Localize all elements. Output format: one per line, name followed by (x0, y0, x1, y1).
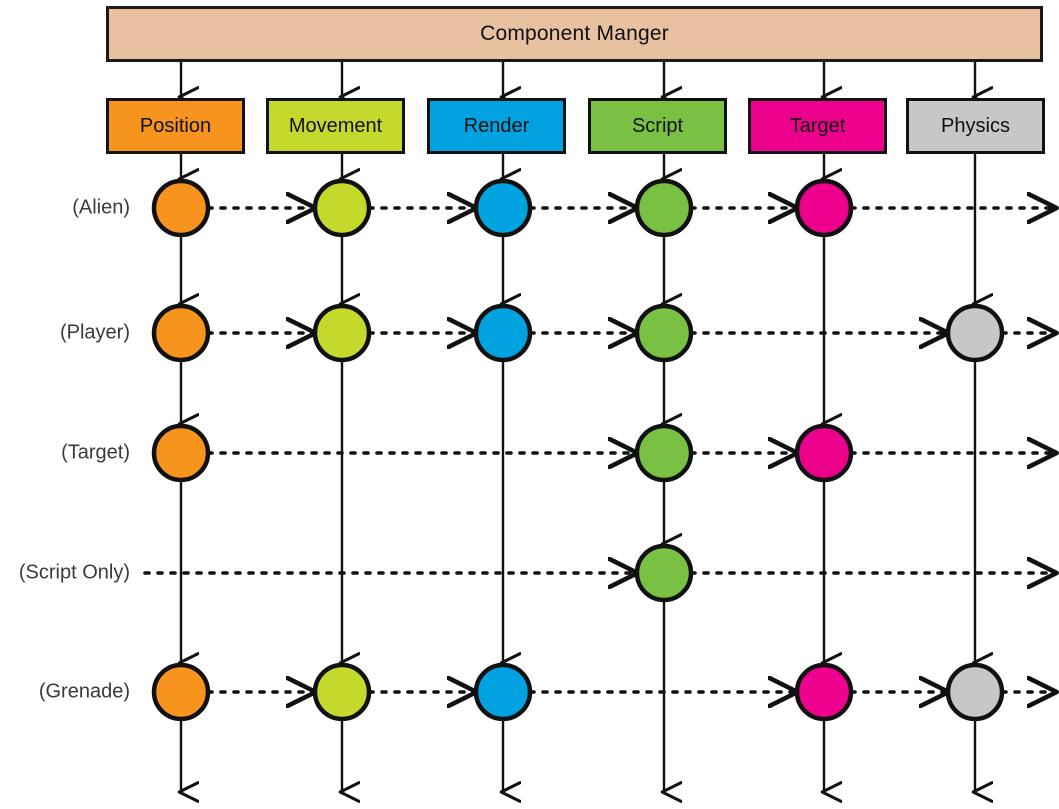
row-label-target: (Target) (61, 441, 130, 464)
node-alien-position[interactable] (151, 178, 211, 238)
column-header-label: Render (463, 114, 530, 137)
node-alien-movement[interactable] (312, 178, 372, 238)
column-header-label: Physics (941, 114, 1010, 137)
column-header-label: Target (789, 114, 846, 137)
component-manager-label: Component Manger (480, 22, 669, 45)
node-grenade-target[interactable] (794, 662, 854, 722)
node-target-script[interactable] (634, 423, 694, 483)
column-header-position[interactable]: Position (106, 98, 245, 154)
node-alien-target[interactable] (794, 178, 854, 238)
column-header-render[interactable]: Render (427, 98, 566, 154)
node-grenade-physics[interactable] (945, 662, 1005, 722)
node-player-physics[interactable] (945, 303, 1005, 363)
column-header-label: Movement (288, 114, 383, 137)
node-script-only-script[interactable] (634, 543, 694, 603)
node-target-position[interactable] (151, 423, 211, 483)
column-header-script[interactable]: Script (588, 98, 727, 154)
column-header-physics[interactable]: Physics (906, 98, 1045, 154)
node-target-target[interactable] (794, 423, 854, 483)
column-header-label: Position (139, 114, 212, 137)
column-header-label: Script (631, 114, 684, 137)
node-grenade-movement[interactable] (312, 662, 372, 722)
node-alien-script[interactable] (634, 178, 694, 238)
row-label-player: (Player) (59, 321, 130, 344)
column-header-movement[interactable]: Movement (266, 98, 405, 154)
row-label-script-only: (Script Only) (18, 561, 130, 584)
node-player-position[interactable] (151, 303, 211, 363)
node-player-render[interactable] (473, 303, 533, 363)
row-label-grenade: (Grenade) (38, 680, 130, 703)
component-manager-box[interactable]: Component Manger (106, 6, 1043, 62)
node-alien-render[interactable] (473, 178, 533, 238)
node-grenade-position[interactable] (151, 662, 211, 722)
node-grenade-render[interactable] (473, 662, 533, 722)
column-header-target[interactable]: Target (748, 98, 887, 154)
node-player-script[interactable] (634, 303, 694, 363)
row-label-alien: (Alien) (72, 196, 130, 219)
node-player-movement[interactable] (312, 303, 372, 363)
